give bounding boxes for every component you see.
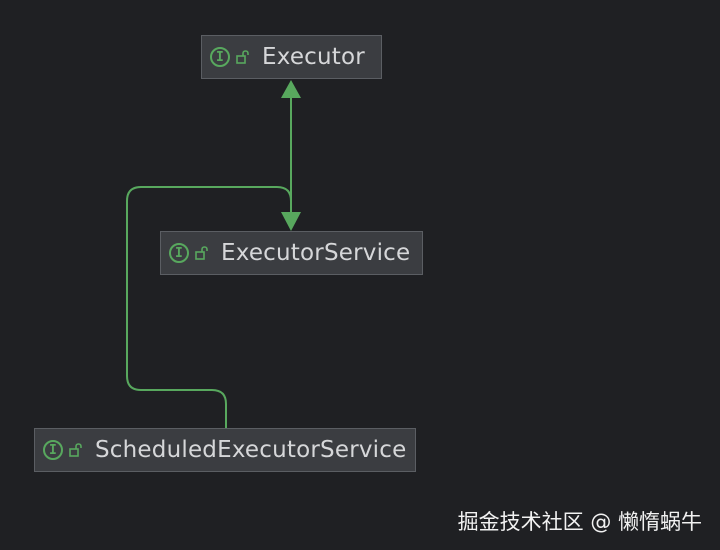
node-label: ExecutorService [221,240,411,266]
watermark-text: 掘金技术社区 @ 懒惰蜗牛 [457,510,702,534]
node-label: ScheduledExecutorService [95,437,407,463]
node-scheduledexecutorservice[interactable]: I ScheduledExecutorService [34,428,416,472]
node-label: Executor [262,44,365,70]
interface-icon: I [43,440,63,460]
unlock-icon [69,443,82,457]
interface-icon: I [169,243,189,263]
interface-icon: I [210,47,230,67]
unlock-icon [195,246,208,260]
arrowhead-up [281,80,301,98]
edge-executorservice-to-executor [281,80,301,214]
node-executor[interactable]: I Executor [201,35,382,79]
node-executorservice[interactable]: I ExecutorService [160,231,423,275]
arrowhead-down [281,212,301,231]
unlock-icon [236,50,249,64]
edge-scheduled-to-executorservice [126,186,301,428]
